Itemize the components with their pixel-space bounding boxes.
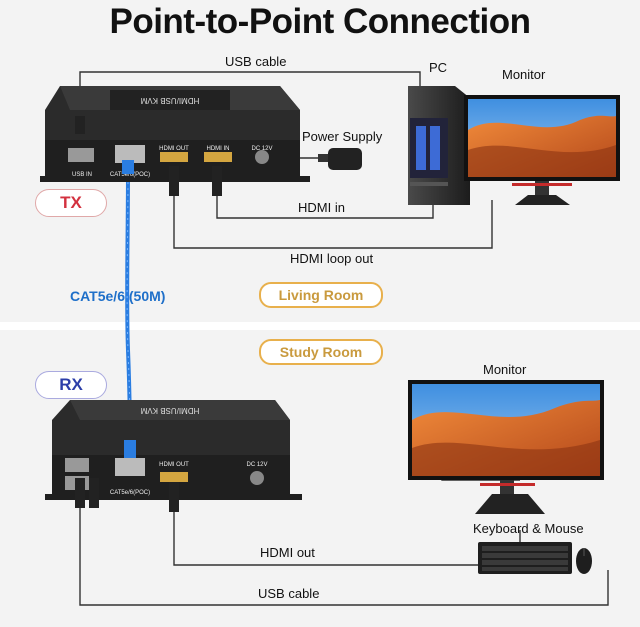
living-room-tag: Living Room <box>259 282 383 308</box>
usb-plug-tx <box>75 116 85 134</box>
tx-brand-text: HDMI/USB KVM <box>140 96 199 105</box>
pc-label: PC <box>429 60 448 75</box>
keyboard-mouse-label: Keyboard & Mouse <box>473 521 584 536</box>
tx-port-label-cat: CAT5e/6(POC) <box>110 172 150 178</box>
hdmi-in-wire <box>216 196 434 219</box>
mouse-icon <box>576 548 592 574</box>
usb-port-rx-1 <box>65 458 89 472</box>
hdmi-plug-loop <box>169 166 179 196</box>
hdmi-loop-out-wire <box>173 196 493 249</box>
keyboard-icon <box>478 542 572 574</box>
tx-port-label-dc: DC 12V <box>251 146 272 152</box>
rx-port-label-hdmi-out: HDMI OUT <box>159 462 189 468</box>
monitor-top-label: Monitor <box>502 67 546 82</box>
tx-port-label-usb: USB IN <box>72 172 92 178</box>
dc-port-tx <box>255 150 269 164</box>
hdmi-out-wire <box>173 512 521 566</box>
usb-cable-top-label: USB cable <box>225 54 287 69</box>
cat-cable-label: CAT5e/6 (50M) <box>70 288 166 304</box>
hdmi-out-label: HDMI out <box>260 545 315 560</box>
hdmi-out-port-rx <box>160 472 188 482</box>
cat-port-tx <box>115 145 145 163</box>
monitor-top-icon <box>464 95 620 205</box>
rx-brand-text: HDMI/USB KVM <box>140 406 199 415</box>
usb-in-port <box>68 148 94 162</box>
hdmi-loop-out-label: HDMI loop out <box>290 251 374 266</box>
usb-cable-bottom-label: USB cable <box>258 586 320 601</box>
tx-extender-box <box>40 86 310 182</box>
tx-badge: TX <box>35 189 107 217</box>
usb-cable-bottom-wire <box>79 470 609 606</box>
hdmi-plug-rx <box>169 482 179 512</box>
dc-port-rx <box>250 471 264 485</box>
cat-port-rx <box>115 458 145 476</box>
hdmi-plug-in <box>212 166 222 196</box>
rx-port-label-dc: DC 12V <box>246 462 267 468</box>
power-supply-label: Power Supply <box>302 129 383 144</box>
tx-port-label-hdmi-in: HDMI IN <box>207 146 230 152</box>
hdmi-in-port-tx <box>204 152 232 162</box>
rx-badge: RX <box>35 371 107 399</box>
rj45-plug-rx <box>124 440 136 458</box>
hdmi-out-port-tx <box>160 152 188 162</box>
hdmi-in-label: HDMI in <box>298 200 345 215</box>
monitor-bottom-icon <box>408 380 604 514</box>
tx-port-label-hdmi-out: HDMI OUT <box>159 146 189 152</box>
monitor-bottom-label: Monitor <box>483 362 527 377</box>
rx-port-label-cat: CAT5e/6(POC) <box>110 490 150 496</box>
usb-plug-rx-2 <box>89 478 99 508</box>
rj45-plug-tx <box>122 160 134 174</box>
page-title: Point-to-Point Connection <box>109 2 531 41</box>
usb-plug-rx <box>75 478 85 508</box>
study-room-tag: Study Room <box>259 339 383 365</box>
pc-tower-icon <box>408 86 470 205</box>
power-adapter-icon <box>318 148 362 170</box>
